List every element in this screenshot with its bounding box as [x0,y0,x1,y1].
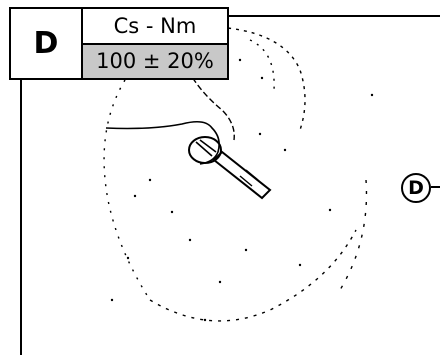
technical-drawing-illustration [103,27,374,322]
arm-outline [187,69,235,141]
housing-left-arc [103,79,151,301]
spec-details: Cs - Nm 100 ± 20% [83,9,227,78]
housing-top-curve [227,27,306,131]
callout-label: D [401,173,431,203]
wrench-jaw [195,139,217,157]
spec-letter: D [11,9,83,78]
callout-leader-line [431,186,440,188]
wrench-handle [212,150,272,200]
housing-bottom-arc [149,229,357,322]
torque-spec-box: D Cs - Nm 100 ± 20% [9,7,229,80]
wrench-handle-grip [239,169,259,187]
housing-right-arc [339,179,368,291]
spec-value: 100 ± 20% [83,44,227,78]
wrench-head [188,136,222,164]
drawing-detail-dots [110,58,374,322]
housing-mid-curve [249,39,275,91]
hand-outline [105,120,220,165]
drawing-frame [20,15,440,355]
spec-unit: Cs - Nm [83,9,227,45]
